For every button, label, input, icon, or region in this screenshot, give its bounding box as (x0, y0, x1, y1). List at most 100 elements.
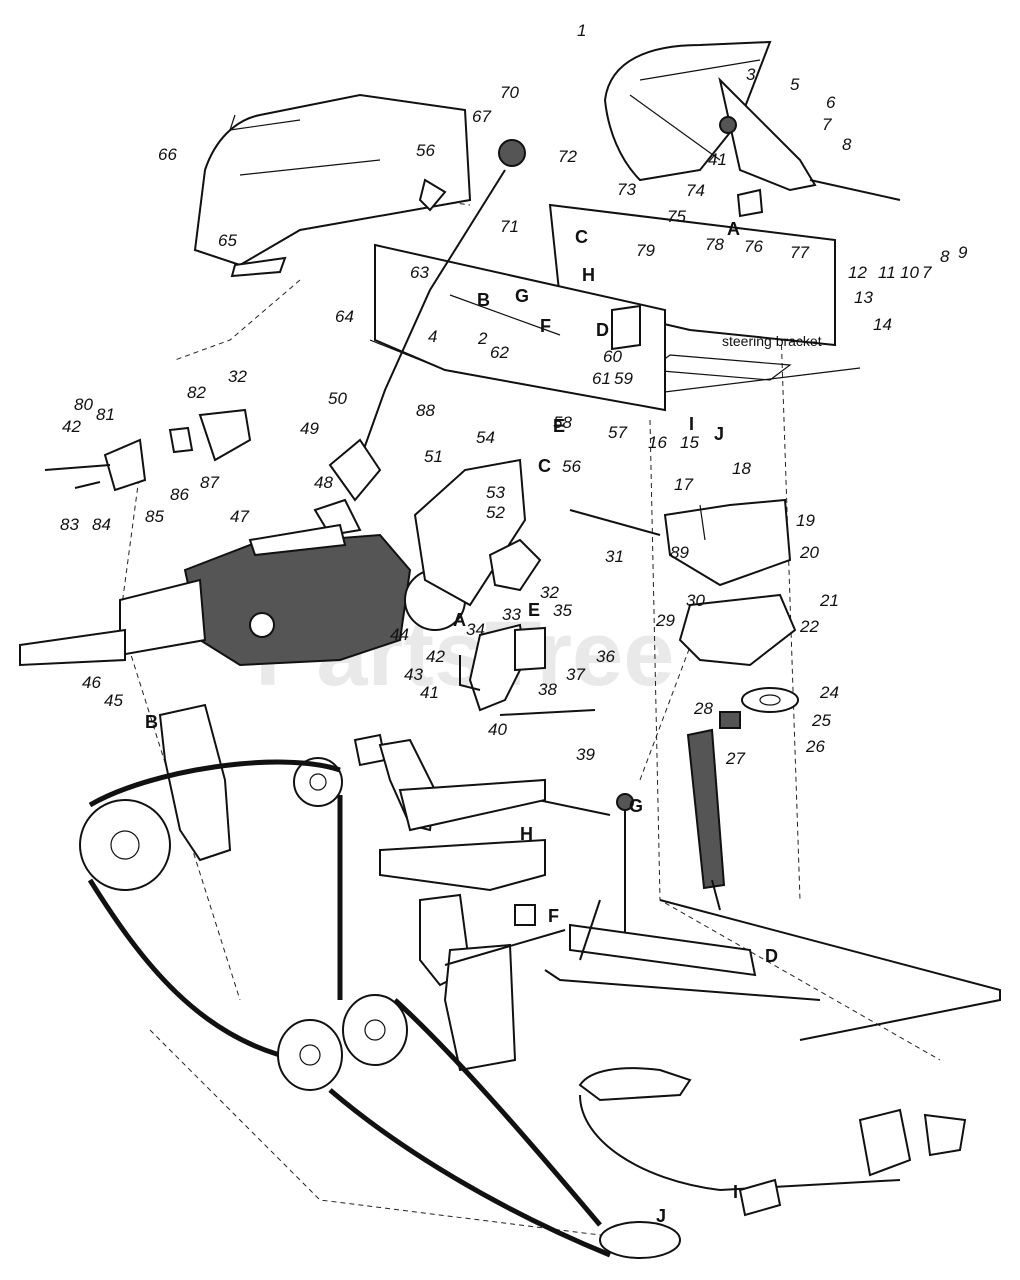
part-number[interactable]: 34 (466, 620, 485, 639)
ref-letter[interactable]: H (582, 265, 595, 285)
ref-letter[interactable]: A (727, 219, 740, 239)
part-number[interactable]: 45 (104, 691, 123, 710)
part-number[interactable]: 42 (62, 417, 81, 436)
part-number[interactable]: 24 (819, 683, 839, 702)
part-number[interactable]: 46 (82, 673, 101, 692)
part-number[interactable]: 16 (648, 433, 667, 452)
part-number[interactable]: 87 (200, 473, 219, 492)
part-number[interactable]: 17 (674, 475, 693, 494)
ref-letter[interactable]: F (540, 316, 551, 336)
ref-letter[interactable]: G (515, 286, 529, 306)
part-number[interactable]: 52 (486, 503, 505, 522)
part-number[interactable]: 30 (686, 591, 705, 610)
part-number[interactable]: 6 (826, 93, 836, 112)
part-number[interactable]: 37 (566, 665, 585, 684)
part-number[interactable]: 33 (502, 605, 521, 624)
part-number[interactable]: 8 (940, 247, 950, 266)
part-number[interactable]: 85 (145, 507, 164, 526)
part-number[interactable]: 32 (228, 367, 247, 386)
part-number[interactable]: 82 (187, 383, 206, 402)
part-number[interactable]: 26 (805, 737, 825, 756)
ref-letter[interactable]: J (714, 424, 724, 444)
part-number[interactable]: 2 (477, 329, 488, 348)
part-number[interactable]: 9 (958, 243, 968, 262)
part-number[interactable]: 63 (410, 263, 429, 282)
part-number[interactable]: 40 (488, 720, 507, 739)
part-number[interactable]: 12 (848, 263, 867, 282)
part-number[interactable]: 75 (667, 207, 686, 226)
part-number[interactable]: 56 (416, 141, 435, 160)
part-number[interactable]: 84 (92, 515, 111, 534)
part-number[interactable]: 54 (476, 428, 495, 447)
part-number[interactable]: 64 (335, 307, 354, 326)
part-number[interactable]: 27 (725, 749, 745, 768)
part-number[interactable]: 42 (426, 647, 445, 666)
part-number[interactable]: 41 (708, 150, 727, 169)
part-number[interactable]: 43 (404, 665, 423, 684)
part-number[interactable]: 88 (416, 401, 435, 420)
ref-letter[interactable]: I (689, 414, 694, 434)
ref-letter[interactable]: C (538, 456, 551, 476)
ref-letter[interactable]: F (548, 906, 559, 926)
ref-letter[interactable]: B (145, 712, 158, 732)
part-number[interactable]: 32 (540, 583, 559, 602)
part-number[interactable]: 86 (170, 485, 189, 504)
part-number[interactable]: 31 (605, 547, 624, 566)
ref-letter[interactable]: D (596, 320, 609, 340)
part-number[interactable]: 79 (636, 241, 655, 260)
ref-letter[interactable]: D (765, 946, 778, 966)
ref-letter[interactable]: E (528, 600, 540, 620)
part-number[interactable]: 81 (96, 405, 115, 424)
part-number[interactable]: 48 (314, 473, 333, 492)
part-number[interactable]: 14 (873, 315, 892, 334)
part-number[interactable]: 62 (490, 343, 509, 362)
part-number[interactable]: 60 (603, 347, 622, 366)
ref-letter[interactable]: B (477, 290, 490, 310)
part-number[interactable]: 25 (811, 711, 831, 730)
part-number[interactable]: 41 (420, 683, 439, 702)
part-number[interactable]: 66 (158, 145, 177, 164)
part-number[interactable]: 21 (819, 591, 839, 610)
part-number[interactable]: 51 (424, 447, 443, 466)
part-number[interactable]: 89 (670, 543, 689, 562)
part-number[interactable]: 72 (558, 147, 577, 166)
ref-letter[interactable]: I (733, 1182, 738, 1202)
part-number[interactable]: 77 (790, 243, 809, 262)
part-number[interactable]: 19 (796, 511, 815, 530)
part-number[interactable]: 20 (799, 543, 819, 562)
ref-letter[interactable]: J (656, 1206, 666, 1226)
part-number[interactable]: 36 (596, 647, 615, 666)
ref-letter[interactable]: G (629, 796, 643, 816)
part-number[interactable]: 44 (390, 625, 409, 644)
part-number[interactable]: 80 (74, 395, 93, 414)
part-number[interactable]: 73 (617, 180, 636, 199)
part-number[interactable]: 38 (538, 680, 557, 699)
part-number[interactable]: 18 (732, 459, 751, 478)
part-number[interactable]: 13 (854, 288, 873, 307)
part-number[interactable]: 22 (799, 617, 819, 636)
ref-letter[interactable]: E (553, 416, 565, 436)
part-number[interactable]: 5 (790, 75, 800, 94)
part-number[interactable]: 35 (553, 601, 572, 620)
part-number[interactable]: 15 (680, 433, 699, 452)
part-number[interactable]: 56 (562, 457, 581, 476)
part-number[interactable]: 78 (705, 235, 724, 254)
part-number[interactable]: 7 (922, 263, 932, 282)
part-number[interactable]: 59 (614, 369, 633, 388)
part-number[interactable]: 4 (428, 327, 437, 346)
part-number[interactable]: 76 (744, 237, 763, 256)
part-number[interactable]: 47 (230, 507, 249, 526)
part-number[interactable]: 49 (300, 419, 319, 438)
part-number[interactable]: 71 (500, 217, 519, 236)
part-number[interactable]: 83 (60, 515, 79, 534)
part-number[interactable]: 28 (693, 699, 713, 718)
part-number[interactable]: 58 (553, 413, 572, 432)
part-number[interactable]: 57 (608, 423, 627, 442)
part-number[interactable]: 8 (842, 135, 852, 154)
part-number[interactable]: 70 (500, 83, 519, 102)
part-number[interactable]: 3 (746, 65, 756, 84)
part-number[interactable]: 11 (878, 263, 896, 282)
ref-letter[interactable]: A (453, 610, 466, 630)
part-number[interactable]: 61 (592, 369, 611, 388)
part-number[interactable]: 74 (686, 181, 705, 200)
